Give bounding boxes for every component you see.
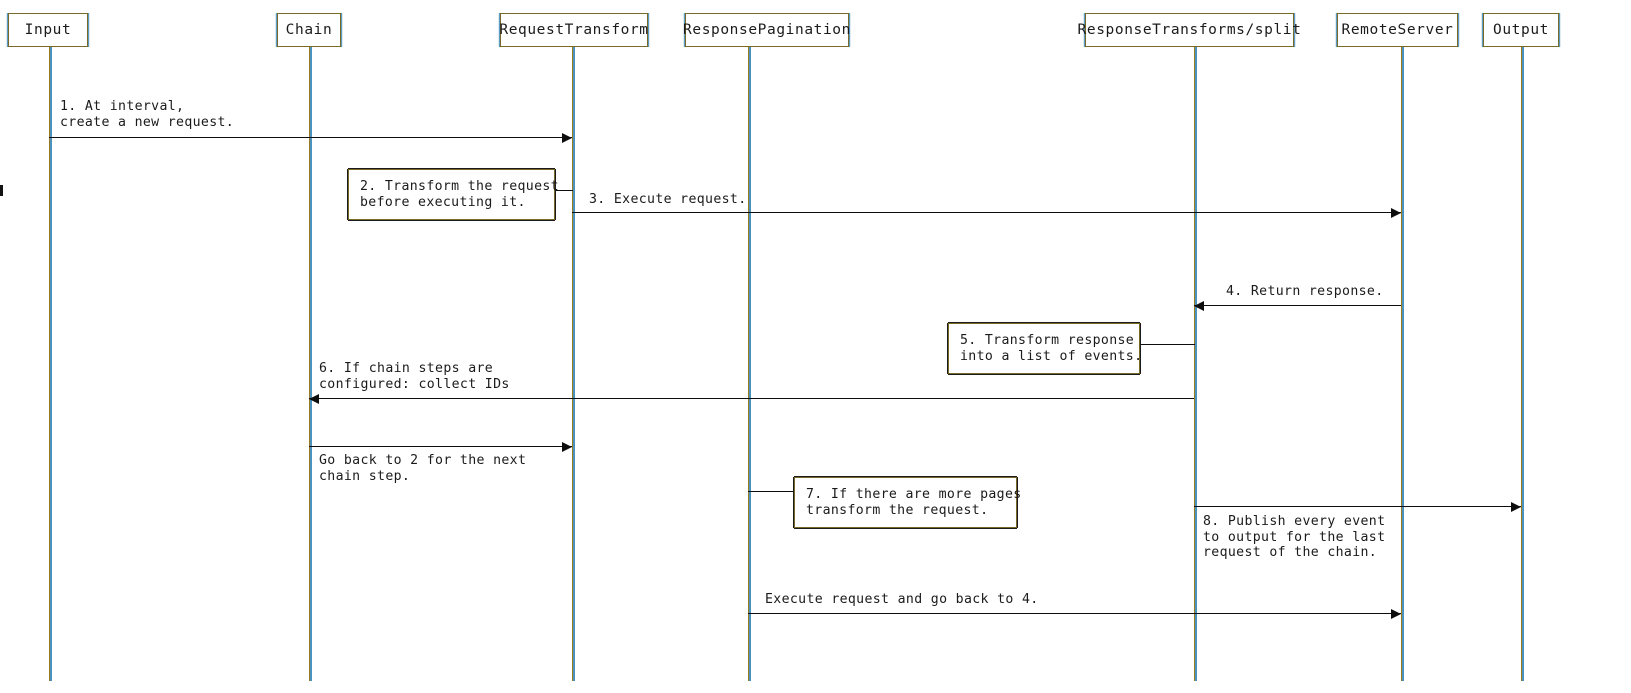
participant-output[interactable]: Output <box>1483 13 1559 47</box>
participant-chain[interactable]: Chain <box>277 13 341 47</box>
message-line-msg-4 <box>1194 305 1401 306</box>
participant-label: ResponsePagination <box>683 21 851 38</box>
lifeline-chain <box>309 47 312 681</box>
message-label-msg-4: 4. Return response. <box>1226 284 1384 299</box>
message-arrowhead-msg-4 <box>1194 300 1204 311</box>
message-arrowhead-msg-6 <box>309 393 319 404</box>
message-label-msg-1: 1. At interval, create a new request. <box>60 99 235 130</box>
message-label-msg-8: 8. Publish every event to output for the… <box>1203 514 1386 561</box>
message-arrowhead-msg-1 <box>562 132 572 143</box>
message-line-msg-3 <box>572 212 1401 213</box>
participant-responsetransforms[interactable]: ResponseTransforms/split <box>1078 13 1301 47</box>
lifeline-input <box>49 47 52 681</box>
note-connector-note-5 <box>1140 344 1195 345</box>
lifeline-requesttransform <box>572 47 575 681</box>
participant-label: RemoteServer <box>1341 21 1454 38</box>
participant-requesttransform[interactable]: RequestTransform <box>499 13 649 47</box>
lifeline-output <box>1521 47 1524 681</box>
message-arrowhead-msg-8 <box>1511 501 1521 512</box>
message-label-msg-goback2: Go back to 2 for the next chain step. <box>319 453 527 484</box>
lifeline-responsetransforms <box>1194 47 1197 681</box>
note-note-7: 7. If there are more pages transform the… <box>794 477 1021 529</box>
participant-remoteserver[interactable]: RemoteServer <box>1337 13 1458 47</box>
message-arrowhead-msg-execute-goback4 <box>1391 608 1401 619</box>
participant-label: Output <box>1493 21 1549 38</box>
note-note-2: 2. Transform the request before executin… <box>348 169 559 221</box>
participant-input[interactable]: Input <box>8 13 88 47</box>
lifeline-remoteserver <box>1401 47 1404 681</box>
participant-label: ResponseTransforms/split <box>1077 21 1302 38</box>
participant-label: RequestTransform <box>499 21 649 38</box>
message-line-msg-6 <box>309 398 1194 399</box>
message-label-msg-6: 6. If chain steps are configured: collec… <box>319 361 510 392</box>
participant-label: Chain <box>285 21 333 38</box>
note-connector-note-2 <box>555 190 573 191</box>
message-label-msg-3: 3. Execute request. <box>589 192 747 207</box>
page-edge-artifact <box>0 185 3 196</box>
note-note-5: 5. Transform response into a list of eve… <box>948 323 1142 375</box>
message-label-msg-execute-goback4: Execute request and go back to 4. <box>765 592 1039 607</box>
message-line-msg-8 <box>1194 506 1521 507</box>
message-line-msg-goback2 <box>309 446 572 447</box>
lifeline-responsepagination <box>748 47 751 681</box>
participant-responsepagination[interactable]: ResponsePagination <box>683 13 851 47</box>
note-connector-note-7 <box>748 491 795 492</box>
message-line-msg-1 <box>49 137 572 138</box>
message-line-msg-execute-goback4 <box>748 613 1401 614</box>
message-arrowhead-msg-goback2 <box>562 441 572 452</box>
participant-label: Input <box>24 21 72 38</box>
message-arrowhead-msg-3 <box>1391 207 1401 218</box>
